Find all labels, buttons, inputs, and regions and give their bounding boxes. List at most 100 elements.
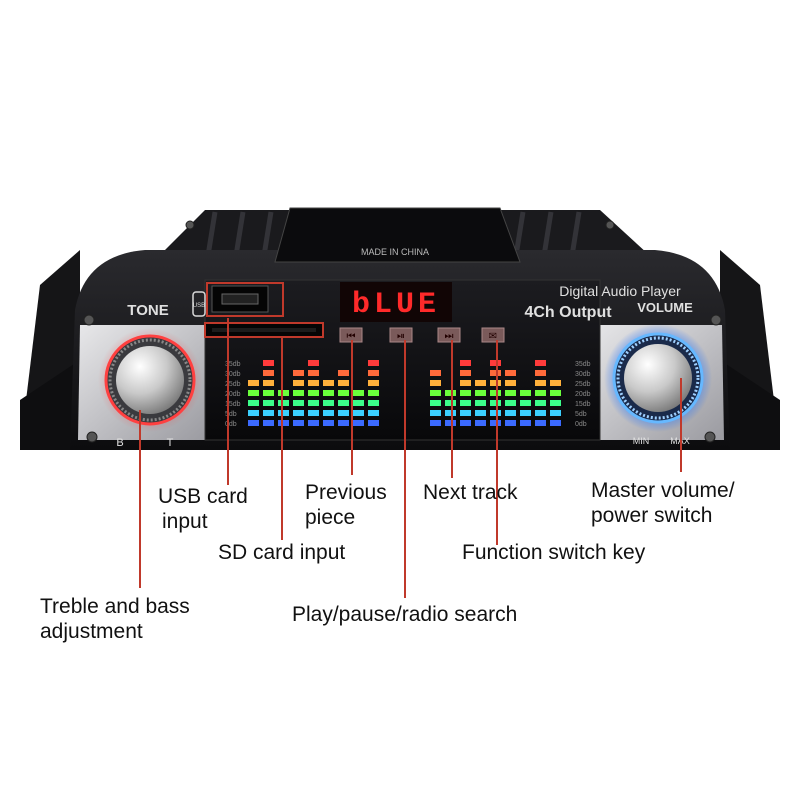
- previous-icon: ⏮: [347, 331, 356, 342]
- volume-min-label: MIN: [633, 436, 650, 446]
- spectrum-segment: [293, 380, 304, 386]
- spectrum-segment: [535, 360, 546, 366]
- db-scale-label: 5db: [575, 411, 587, 418]
- spectrum-segment: [263, 400, 274, 406]
- spectrum-segment: [368, 390, 379, 396]
- spectrum-segment: [278, 410, 289, 416]
- spectrum-segment: [248, 380, 259, 386]
- db-scale-label: 15db: [575, 401, 591, 408]
- tone-knob[interactable]: [98, 328, 202, 432]
- spectrum-segment: [445, 410, 456, 416]
- spectrum-segment: [293, 410, 304, 416]
- callout-previous-label: Previous piece: [305, 480, 387, 530]
- spectrum-segment: [490, 390, 501, 396]
- spectrum-segment: [308, 400, 319, 406]
- brand-line-2: 4Ch Output: [524, 304, 612, 321]
- callout-previous-line1: Previous: [305, 481, 387, 504]
- callout-next-label: Next track: [423, 481, 518, 504]
- db-scale-label: 5db: [225, 411, 237, 418]
- spectrum-segment: [520, 420, 531, 426]
- spectrum-segment: [430, 410, 441, 416]
- db-scale-label: 20db: [575, 391, 591, 398]
- db-scale-label: 20db: [225, 391, 241, 398]
- spectrum-segment: [263, 380, 274, 386]
- spectrum-segment: [368, 370, 379, 376]
- volume-knob[interactable]: [604, 324, 712, 432]
- spectrum-analyzer-left: [248, 360, 379, 426]
- spectrum-segment: [278, 420, 289, 426]
- next-button[interactable]: ⏭: [437, 327, 461, 343]
- usb-icon: USB: [192, 291, 206, 317]
- spectrum-segment: [475, 390, 486, 396]
- spectrum-segment: [353, 390, 364, 396]
- spectrum-segment: [430, 420, 441, 426]
- spectrum-segment: [550, 390, 561, 396]
- spectrum-segment: [308, 360, 319, 366]
- spectrum-segment: [293, 400, 304, 406]
- callout-usb-line1: USB card: [158, 485, 248, 508]
- tone-knob-bass-label: B: [116, 437, 123, 449]
- spectrum-segment: [445, 390, 456, 396]
- spectrum-segment: [263, 370, 274, 376]
- spectrum-segment: [308, 420, 319, 426]
- spectrum-segment: [505, 380, 516, 386]
- svg-text:USB: USB: [193, 303, 205, 309]
- callout-usb-line2: input: [162, 510, 208, 533]
- db-scale-label: 30db: [225, 371, 241, 378]
- spectrum-segment: [248, 420, 259, 426]
- db-scale-label: 25db: [225, 381, 241, 388]
- led-display-text: bLUE: [352, 288, 440, 322]
- spectrum-segment: [505, 370, 516, 376]
- spectrum-segment: [460, 420, 471, 426]
- function-button[interactable]: ✉: [481, 327, 505, 343]
- spectrum-segment: [323, 390, 334, 396]
- brand-line-1: Digital Audio Player: [559, 283, 681, 299]
- spectrum-segment: [520, 410, 531, 416]
- next-icon: ⏭: [445, 331, 454, 342]
- spectrum-segment: [475, 410, 486, 416]
- callout-volume-line1: Master volume/: [591, 479, 735, 502]
- spectrum-segment: [505, 410, 516, 416]
- function-icon: ✉: [489, 331, 497, 342]
- spectrum-segment: [308, 390, 319, 396]
- spectrum-segment: [535, 380, 546, 386]
- spectrum-segment: [263, 360, 274, 366]
- spectrum-segment: [490, 380, 501, 386]
- spectrum-segment: [338, 420, 349, 426]
- play-pause-button[interactable]: ⏯: [389, 327, 413, 343]
- db-scale-label: 25db: [575, 381, 591, 388]
- spectrum-segment: [430, 400, 441, 406]
- previous-button[interactable]: ⏮: [339, 327, 363, 343]
- spectrum-segment: [460, 400, 471, 406]
- spectrum-segment: [308, 380, 319, 386]
- spectrum-segment: [323, 400, 334, 406]
- spectrum-segment: [308, 410, 319, 416]
- callout-volume-label: Master volume/ power switch: [591, 478, 735, 528]
- spectrum-segment: [535, 390, 546, 396]
- db-scale-label: 15db: [225, 401, 241, 408]
- db-scale-label: 0db: [225, 421, 237, 428]
- led-display: [340, 282, 452, 322]
- spectrum-segment: [445, 400, 456, 406]
- spectrum-segment: [520, 390, 531, 396]
- spectrum-segment: [490, 420, 501, 426]
- spectrum-segment: [505, 390, 516, 396]
- spectrum-segment: [460, 370, 471, 376]
- spectrum-segment: [490, 370, 501, 376]
- volume-label: VOLUME: [637, 300, 693, 315]
- spectrum-segment: [338, 370, 349, 376]
- db-scale-label: 30db: [575, 371, 591, 378]
- spectrum-segment: [368, 380, 379, 386]
- spectrum-segment: [490, 400, 501, 406]
- spectrum-segment: [368, 420, 379, 426]
- spectrum-segment: [293, 390, 304, 396]
- spectrum-analyzer-right: [430, 360, 561, 426]
- spectrum-segment: [368, 410, 379, 416]
- usb-highlight-box: [206, 282, 284, 317]
- callout-function-label: Function switch key: [462, 541, 646, 564]
- spectrum-segment: [338, 390, 349, 396]
- spectrum-segment: [353, 410, 364, 416]
- spectrum-segment: [263, 420, 274, 426]
